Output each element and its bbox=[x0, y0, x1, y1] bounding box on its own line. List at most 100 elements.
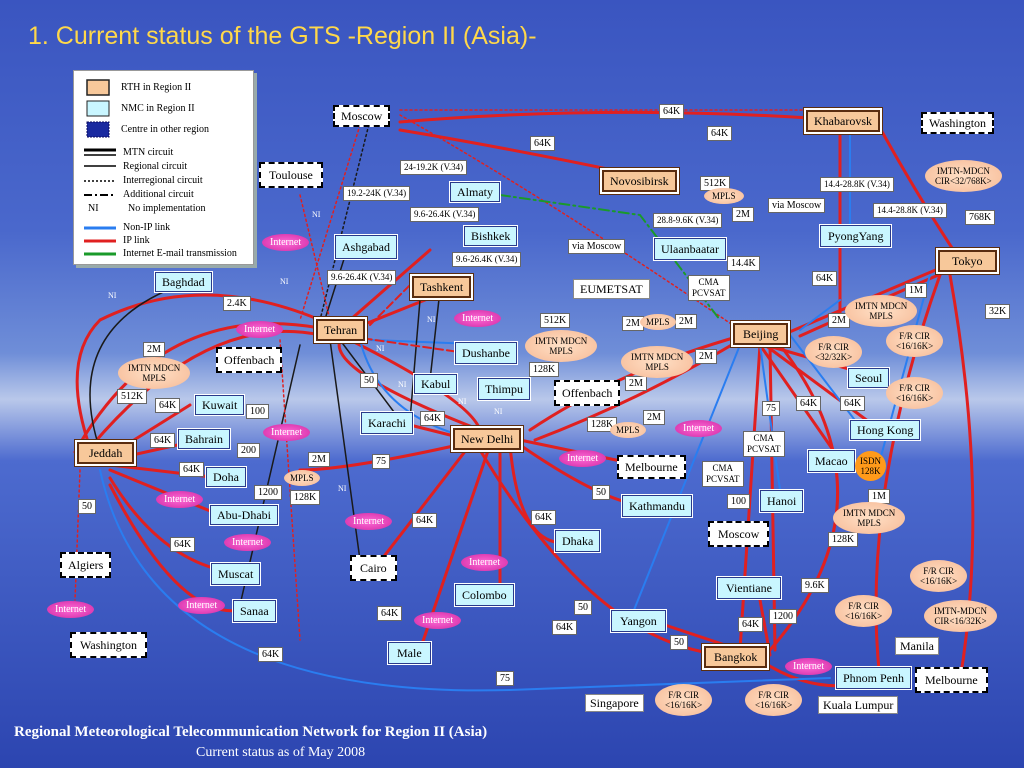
label-512k: 512K bbox=[117, 389, 148, 404]
label-9-6k: 9.6K bbox=[801, 578, 829, 593]
node-toulouse[interactable]: Toulouse bbox=[259, 162, 323, 188]
label-50: 50 bbox=[592, 485, 610, 500]
node-melbourne-1[interactable]: Melbourne bbox=[617, 455, 686, 479]
internet-cloud: Internet bbox=[263, 424, 311, 441]
internet-cloud: Internet bbox=[461, 554, 509, 571]
internet-cloud: Internet bbox=[224, 534, 272, 551]
node-bahrain[interactable]: Bahrain bbox=[178, 429, 230, 449]
node-khabarovsk[interactable]: Khabarovsk bbox=[806, 110, 880, 132]
node-offenbach-2[interactable]: Offenbach bbox=[554, 380, 621, 406]
node-karachi[interactable]: Karachi bbox=[361, 412, 413, 434]
node-muscat[interactable]: Muscat bbox=[211, 563, 261, 585]
node-washington-sw[interactable]: Washington bbox=[70, 632, 148, 658]
cloud-fr: F/R CIR <16/16K> bbox=[745, 684, 803, 716]
node-ulaanbaatar[interactable]: Ulaanbaatar bbox=[654, 238, 726, 260]
label-768k: 768K bbox=[965, 210, 996, 225]
legend-rth: RTH in Region II bbox=[121, 82, 192, 93]
internet-cloud: Internet bbox=[414, 612, 462, 629]
node-tokyo[interactable]: Tokyo bbox=[938, 250, 997, 272]
label-cma: CMA PCVSAT bbox=[743, 431, 785, 457]
node-yangon[interactable]: Yangon bbox=[611, 610, 666, 632]
ni-mark: NI bbox=[398, 380, 407, 389]
node-kuwait[interactable]: Kuwait bbox=[195, 395, 245, 415]
internet-cloud: Internet bbox=[559, 450, 607, 467]
node-bishkek[interactable]: Bishkek bbox=[464, 226, 518, 246]
node-tehran[interactable]: Tehran bbox=[316, 319, 366, 341]
internet-cloud: Internet bbox=[262, 234, 310, 251]
node-male[interactable]: Male bbox=[388, 642, 431, 664]
node-baghdad[interactable]: Baghdad bbox=[155, 272, 212, 292]
label-128k: 128K bbox=[529, 362, 560, 377]
cloud-fr: F/R CIR <16/16K> bbox=[886, 325, 944, 357]
node-jeddah[interactable]: Jeddah bbox=[77, 442, 135, 464]
node-kabul[interactable]: Kabul bbox=[414, 374, 458, 394]
node-kuala-lumpur[interactable]: Kuala Lumpur bbox=[818, 696, 899, 714]
label-100: 100 bbox=[246, 404, 269, 419]
label-cma: CMA PCVSAT bbox=[702, 461, 744, 487]
label-cma: CMA PCVSAT bbox=[688, 275, 730, 301]
internet-cloud: Internet bbox=[178, 597, 226, 614]
label-512k: 512K bbox=[540, 313, 571, 328]
node-colombo[interactable]: Colombo bbox=[455, 584, 514, 606]
dark-links bbox=[89, 119, 441, 606]
node-tashkent[interactable]: Tashkent bbox=[412, 276, 472, 298]
legend-interregional: Interregional circuit bbox=[123, 175, 203, 186]
node-washington-ne[interactable]: Washington bbox=[921, 112, 995, 134]
node-dushanbe[interactable]: Dushanbe bbox=[455, 342, 517, 364]
legend-ip: IP link bbox=[123, 235, 150, 246]
label-75: 75 bbox=[762, 401, 780, 416]
node-moscow[interactable]: Moscow bbox=[333, 105, 391, 127]
node-abu-dhabi[interactable]: Abu-Dhabi bbox=[210, 505, 278, 525]
label-50: 50 bbox=[670, 635, 688, 650]
node-moscow-2[interactable]: Moscow bbox=[708, 521, 770, 547]
node-cairo[interactable]: Cairo bbox=[350, 555, 397, 581]
legend-nmc: NMC in Region II bbox=[121, 103, 195, 114]
node-doha[interactable]: Doha bbox=[206, 467, 246, 487]
cloud-isdn: ISDN 128K bbox=[855, 451, 887, 481]
cloud-fr: F/R CIR <16/16K> bbox=[835, 595, 893, 627]
node-beijing[interactable]: Beijing bbox=[733, 323, 789, 345]
legend-swatches bbox=[84, 79, 116, 256]
footer-status: Current status as of May 2008 bbox=[196, 745, 366, 760]
cloud-mpls: MPLS bbox=[640, 314, 676, 330]
label-2m: 2M bbox=[643, 410, 665, 425]
node-dhaka[interactable]: Dhaka bbox=[555, 530, 601, 552]
label-64k: 64K bbox=[796, 396, 822, 411]
internet-cloud: Internet bbox=[785, 658, 833, 675]
node-novosibirsk[interactable]: Novosibirsk bbox=[602, 170, 677, 192]
node-manila[interactable]: Manila bbox=[895, 637, 939, 655]
node-hanoi[interactable]: Hanoi bbox=[760, 490, 804, 512]
node-new-delhi[interactable]: New Delhi bbox=[453, 428, 522, 450]
label-75: 75 bbox=[496, 671, 514, 686]
label-200: 200 bbox=[237, 443, 260, 458]
node-vientiane[interactable]: Vientiane bbox=[717, 577, 781, 599]
node-ashgabad[interactable]: Ashgabad bbox=[335, 235, 397, 259]
node-eumetsat[interactable]: EUMETSAT bbox=[573, 279, 650, 299]
node-algiers[interactable]: Algiers bbox=[60, 552, 112, 578]
internet-cloud: Internet bbox=[156, 491, 204, 508]
ni-mark: NI bbox=[312, 210, 321, 219]
cloud-fr: F/R CIR <32/32K> bbox=[805, 336, 863, 368]
node-offenbach-1[interactable]: Offenbach bbox=[216, 347, 283, 373]
page-title: 1. Current status of the GTS -Region II … bbox=[28, 22, 537, 50]
ni-mark: NI bbox=[427, 315, 436, 324]
node-sanaa[interactable]: Sanaa bbox=[233, 600, 276, 622]
node-hong-kong[interactable]: Hong Kong bbox=[850, 420, 921, 440]
node-almaty[interactable]: Almaty bbox=[450, 182, 500, 202]
node-pyongyang[interactable]: PyongYang bbox=[820, 225, 892, 247]
node-kathmandu[interactable]: Kathmandu bbox=[622, 495, 692, 517]
label-2m: 2M bbox=[732, 207, 754, 222]
label-2m: 2M bbox=[625, 376, 647, 391]
node-seoul[interactable]: Seoul bbox=[848, 368, 890, 388]
label-speed: 9.6-26.4K (V.34) bbox=[327, 270, 397, 285]
node-phnom-penh[interactable]: Phnom Penh bbox=[836, 667, 912, 689]
node-melbourne-2[interactable]: Melbourne bbox=[915, 667, 988, 693]
node-macao[interactable]: Macao bbox=[808, 450, 855, 472]
node-singapore[interactable]: Singapore bbox=[585, 694, 644, 712]
label-64k: 64K bbox=[707, 126, 733, 141]
node-thimpu[interactable]: Thimpu bbox=[478, 378, 530, 400]
cloud-imtn: IMTN MDCN MPLS bbox=[845, 295, 918, 327]
node-bangkok[interactable]: Bangkok bbox=[704, 646, 768, 668]
cloud-imtn: IMTN-MDCN CIR<16/32K> bbox=[924, 600, 997, 632]
internet-cloud: Internet bbox=[236, 321, 284, 338]
